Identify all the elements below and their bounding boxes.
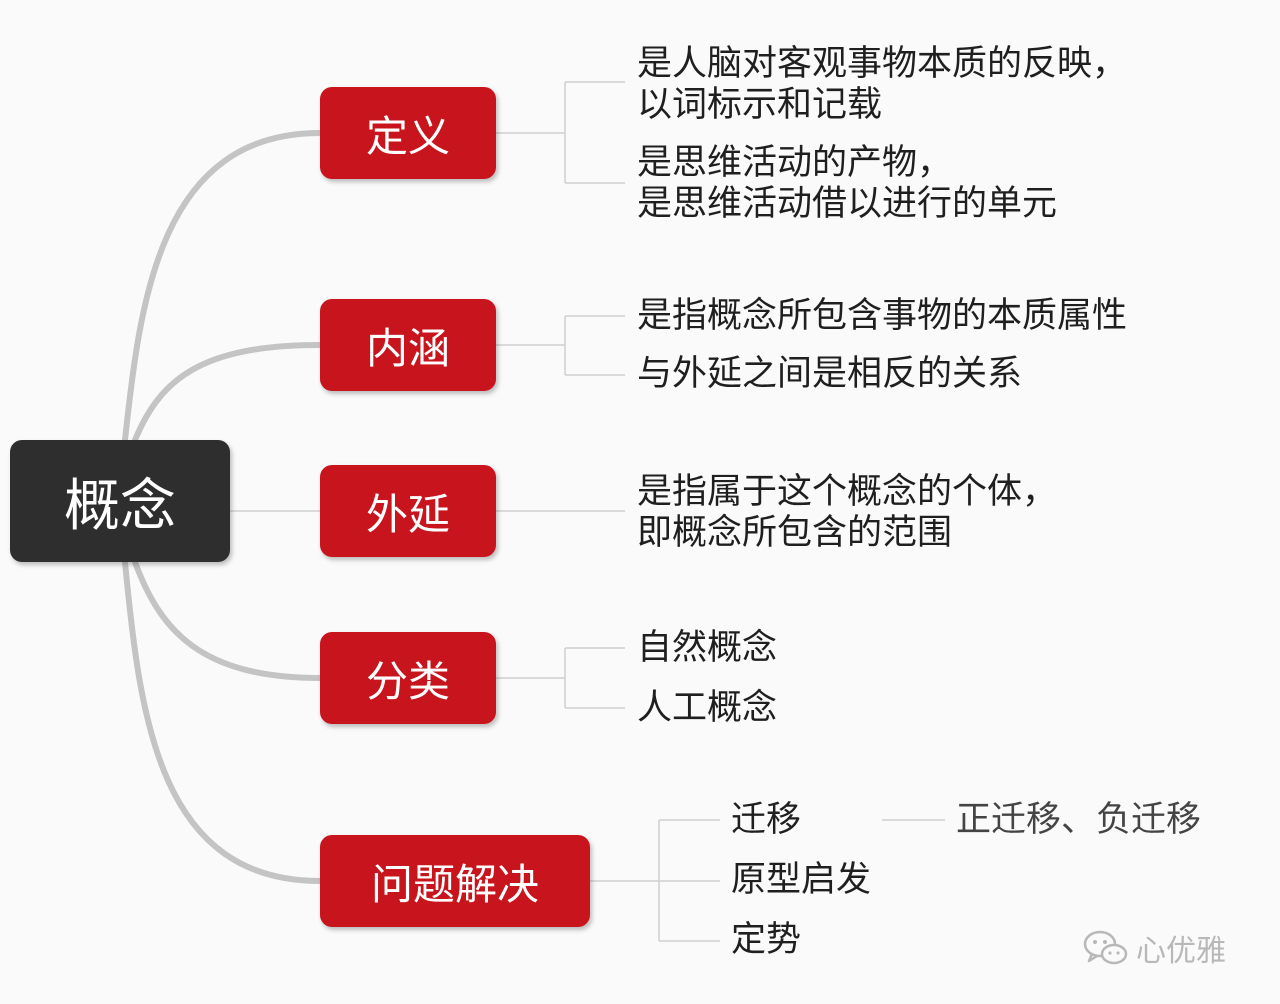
leaf-definition-2: 是思维活动的产物， 是思维活动借以进行的单元	[637, 143, 1057, 225]
leaf-classification-1: 自然概念	[637, 628, 777, 669]
leaf-text: 迁移	[731, 800, 802, 840]
leaf-text: 是人脑对客观事物本质的反映，	[637, 44, 1128, 84]
leaf-text: 是思维活动借以进行的单元	[637, 184, 1058, 224]
leaf-problem-solving-1: 迁移	[731, 800, 801, 841]
branch-label: 外延	[365, 489, 450, 539]
leaf-text: 即概念所包含的范围	[637, 513, 953, 553]
leaf-text: 是指属于这个概念的个体，	[637, 472, 1058, 512]
leaf-intension-1: 是指概念所包含事物的本质属性	[637, 296, 1127, 337]
wechat-icon	[1083, 930, 1128, 965]
leaf-text: 定势	[731, 920, 802, 960]
leaf-text: 原型启发	[731, 860, 872, 900]
branch-node-extension[interactable]: 外延	[320, 465, 496, 557]
branch-label: 问题解决	[370, 859, 539, 909]
root-connector-definition	[122, 130, 323, 443]
leaf-problem-solving-3: 定势	[731, 920, 801, 961]
branch-label: 分类	[365, 656, 450, 706]
root-connector-classification	[132, 559, 323, 681]
watermark: 心优雅	[1082, 924, 1226, 972]
leaf-text: 自然概念	[637, 628, 778, 668]
root-node-concept[interactable]: 概念	[10, 440, 230, 562]
leaf-problem-solving-1-sub: 正迁移、负迁移	[956, 800, 1201, 841]
watermark-text: 心优雅	[1136, 934, 1226, 969]
branch-node-problem-solving[interactable]: 问题解决	[320, 835, 590, 927]
root-label: 概念	[64, 473, 176, 539]
leaf-text: 是指概念所包含事物的本质属性	[637, 296, 1128, 336]
bracket-classification	[496, 647, 625, 709]
leaf-text: 是思维活动的产物，	[637, 143, 953, 183]
branch-label: 内涵	[365, 323, 450, 373]
branch-label: 定义	[365, 111, 450, 161]
branch-node-intension[interactable]: 内涵	[320, 299, 496, 391]
leaf-problem-solving-2: 原型启发	[731, 860, 871, 901]
leaf-text: 以词标示和记载	[637, 85, 883, 125]
leaf-definition-1: 是人脑对客观事物本质的反映， 以词标示和记载	[637, 44, 1127, 126]
root-connector-problem-solving	[122, 559, 323, 884]
branch-node-definition[interactable]: 定义	[320, 87, 496, 179]
leaf-text: 正迁移、负迁移	[956, 800, 1202, 840]
bracket-definition	[496, 81, 625, 184]
branch-node-classification[interactable]: 分类	[320, 632, 496, 724]
leaf-text: 人工概念	[637, 688, 778, 728]
bracket-intension	[496, 315, 625, 376]
leaf-intension-2: 与外延之间是相反的关系	[637, 354, 1022, 395]
bracket-problem-solving	[590, 819, 720, 942]
leaf-extension-1: 是指属于这个概念的个体， 即概念所包含的范围	[637, 472, 1057, 554]
leaf-text: 与外延之间是相反的关系	[637, 354, 1023, 394]
leaf-classification-2: 人工概念	[637, 688, 777, 729]
root-connector-intension	[132, 342, 323, 443]
